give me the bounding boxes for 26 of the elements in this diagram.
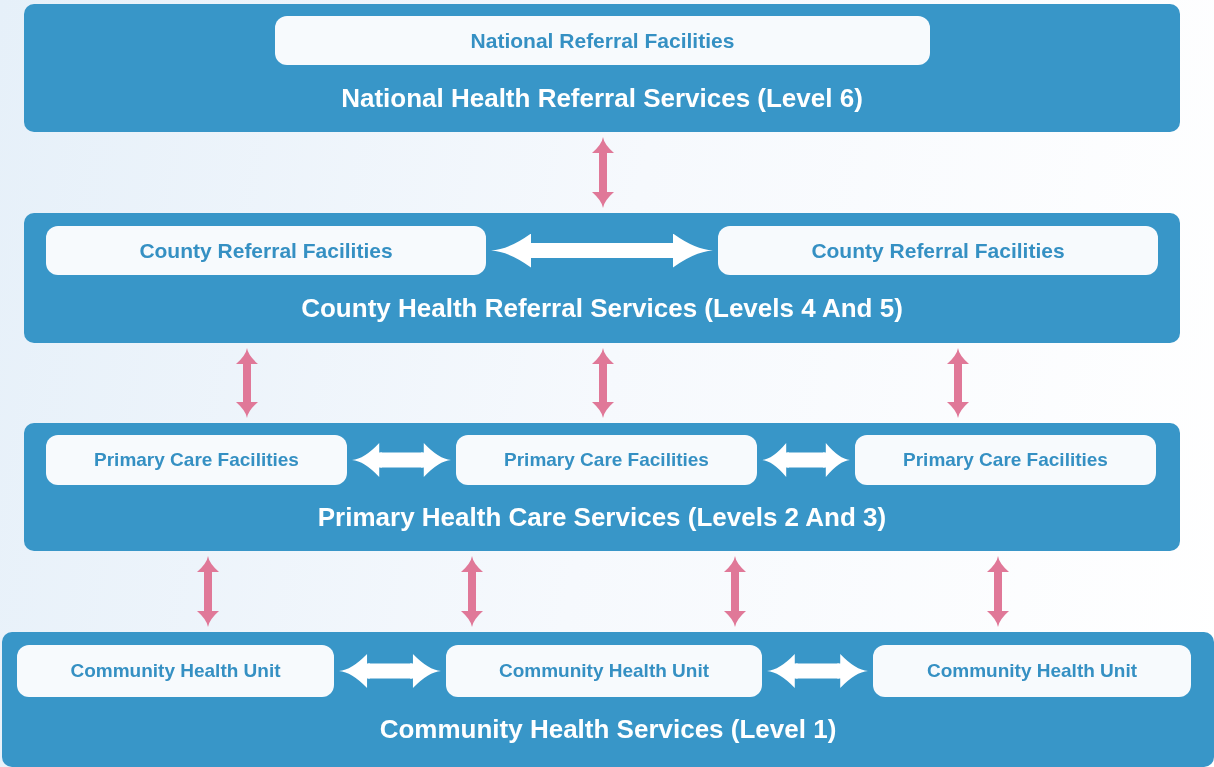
facility-box: [17, 645, 334, 697]
facility-box: [718, 226, 1158, 275]
facility-label: County Referral Facilities: [139, 238, 393, 263]
facility-label: Community Health Unit: [70, 660, 281, 682]
facility-label: National Referral Facilities: [470, 28, 735, 53]
level-band: [24, 4, 1180, 132]
level-band: [24, 423, 1180, 551]
level-heading: Community Health Services (Level 1): [378, 714, 838, 745]
facility-label: Primary Care Facilities: [504, 449, 709, 471]
facility-box: [46, 226, 486, 275]
level-band: [2, 632, 1214, 767]
level-heading: National Health Referral Services (Level 6): [340, 83, 864, 114]
facility-label: Primary Care Facilities: [903, 449, 1108, 471]
facility-label: Community Health Unit: [926, 660, 1138, 682]
facility-box: [446, 645, 762, 697]
facility-box: [46, 435, 347, 485]
facility-box: [456, 435, 757, 485]
facility-box: [275, 16, 930, 65]
facility-box: [873, 645, 1191, 697]
facility-label: County Referral Facilities: [811, 238, 1065, 263]
facility-label: Community Health Unit: [498, 660, 710, 682]
level-heading: County Health Referral Services (Levels 4 And 5): [300, 293, 904, 324]
facility-box: [855, 435, 1156, 485]
level-heading: Primary Health Care Services (Levels 2 And 3): [316, 502, 888, 533]
facility-label: Primary Care Facilities: [94, 449, 299, 471]
level-band: [24, 213, 1180, 343]
